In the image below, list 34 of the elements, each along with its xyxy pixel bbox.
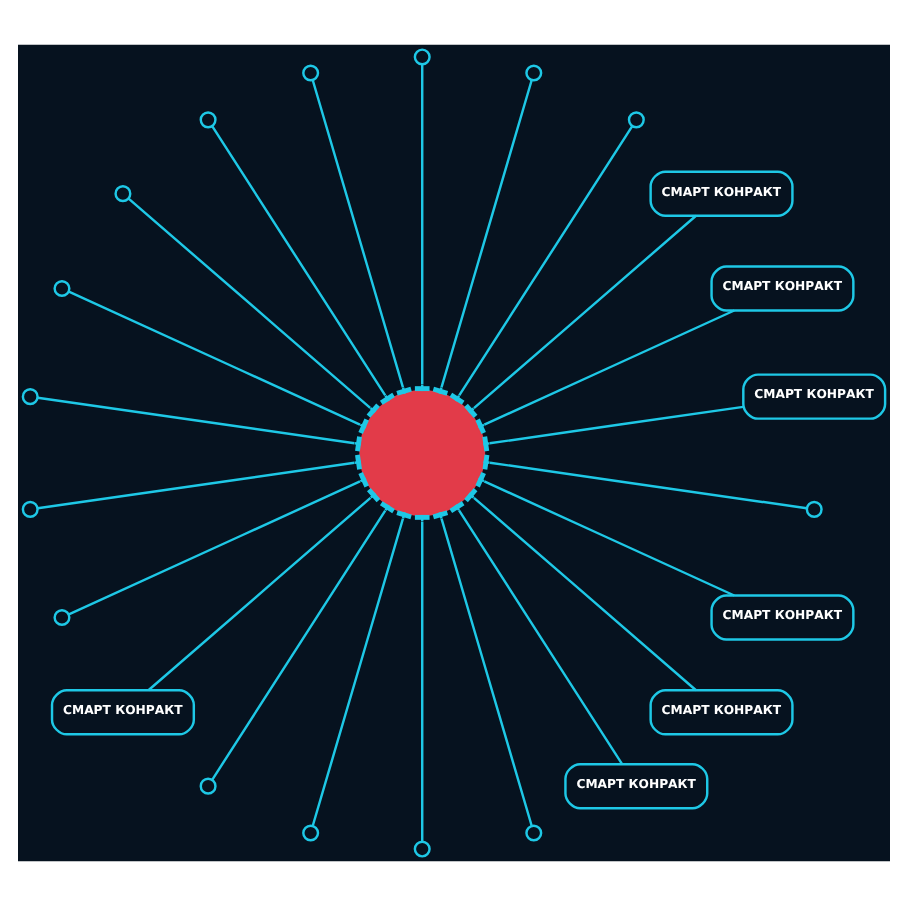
connector [431,510,532,827]
connector [210,125,394,405]
node-circle [524,824,542,842]
connector [474,309,734,434]
node-circle [198,111,216,129]
connector [126,197,379,418]
node-circle [301,824,319,842]
node-circle [301,64,319,82]
node-circle [20,500,38,518]
connector [463,487,696,692]
node-circle [52,279,70,298]
connector [431,79,532,396]
connector [463,214,696,419]
connector [36,396,361,452]
node-circle [412,840,430,858]
connector [481,405,743,452]
connector [448,125,633,405]
node-circle [20,388,38,406]
connector [310,510,411,827]
node-circle [524,64,542,82]
node-circle [626,111,644,129]
connector [448,501,622,765]
connector [210,501,394,781]
node-circle [804,500,822,518]
connector [146,487,380,692]
node-circle [113,185,131,203]
connector [36,454,361,510]
node-circle [52,608,70,627]
connector [310,79,411,396]
node-circle [412,48,430,66]
connector [481,454,806,510]
node-circle [198,777,216,795]
connector [67,290,368,434]
connector [67,472,368,616]
